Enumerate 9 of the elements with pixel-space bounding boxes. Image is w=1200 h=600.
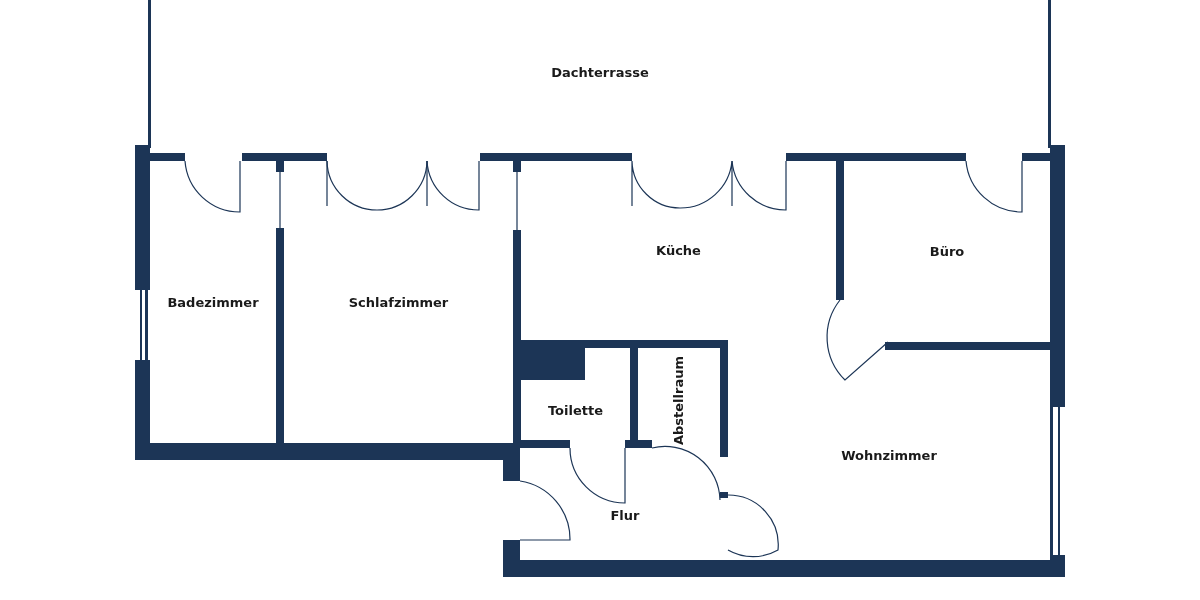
room-label: Schlafzimmer [348,294,449,310]
room-label: Flur [610,507,640,523]
room-label: Abstellraum [671,356,687,445]
room-label: Dachterrasse [551,65,649,80]
room-label: Büro [929,244,965,259]
room-label: Toilette [547,402,603,418]
room-label: Badezimmer [167,294,259,310]
room-label: Wohnzimmer [841,447,937,463]
room-label: Küche [656,243,701,258]
